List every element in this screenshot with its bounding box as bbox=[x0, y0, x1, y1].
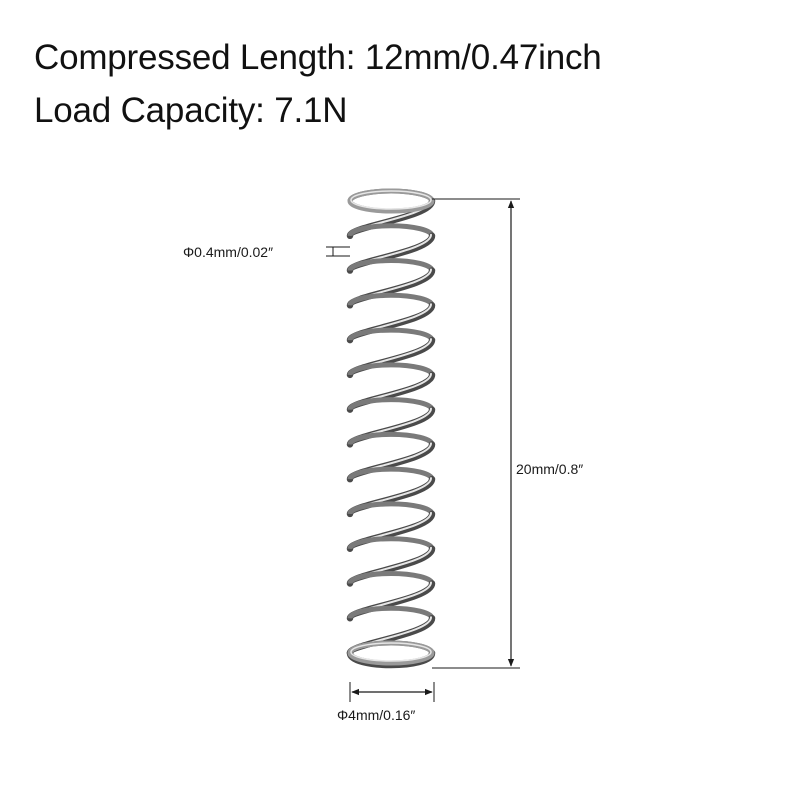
wire-diameter-callout: Φ0.4mm/0.02″ bbox=[183, 244, 350, 260]
spring-coil-back bbox=[347, 397, 435, 411]
free-length-label: 20mm/0.8″ bbox=[516, 461, 583, 477]
outer-diameter-dimension: Φ4mm/0.16″ bbox=[337, 682, 435, 723]
wire-diameter-label: Φ0.4mm/0.02″ bbox=[183, 244, 273, 260]
spring-coil-back bbox=[347, 536, 435, 550]
compressed-length-heading: Compressed Length: 12mm/0.47inch bbox=[34, 38, 602, 77]
spring-coil-back bbox=[347, 431, 435, 445]
compression-spring bbox=[346, 188, 436, 669]
outer-diameter-label: Φ4mm/0.16″ bbox=[337, 707, 415, 723]
spring-coil-back bbox=[347, 362, 435, 376]
spring-coil-back bbox=[347, 570, 435, 585]
spring-coil-back bbox=[347, 466, 435, 480]
free-length-dimension: 20mm/0.8″ bbox=[432, 198, 583, 669]
spring-coil-back bbox=[347, 501, 435, 515]
spring-end-ring-top-highlight bbox=[350, 190, 432, 210]
spring-end-ring-bottom-highlight bbox=[350, 642, 432, 662]
spring-coil-back bbox=[347, 605, 435, 619]
load-capacity-heading: Load Capacity: 7.1N bbox=[34, 91, 348, 130]
spring-coil-back bbox=[347, 292, 435, 306]
spring-coil-back bbox=[347, 327, 435, 341]
spring-coil-back bbox=[347, 258, 435, 272]
spring-coil-back bbox=[347, 223, 435, 237]
